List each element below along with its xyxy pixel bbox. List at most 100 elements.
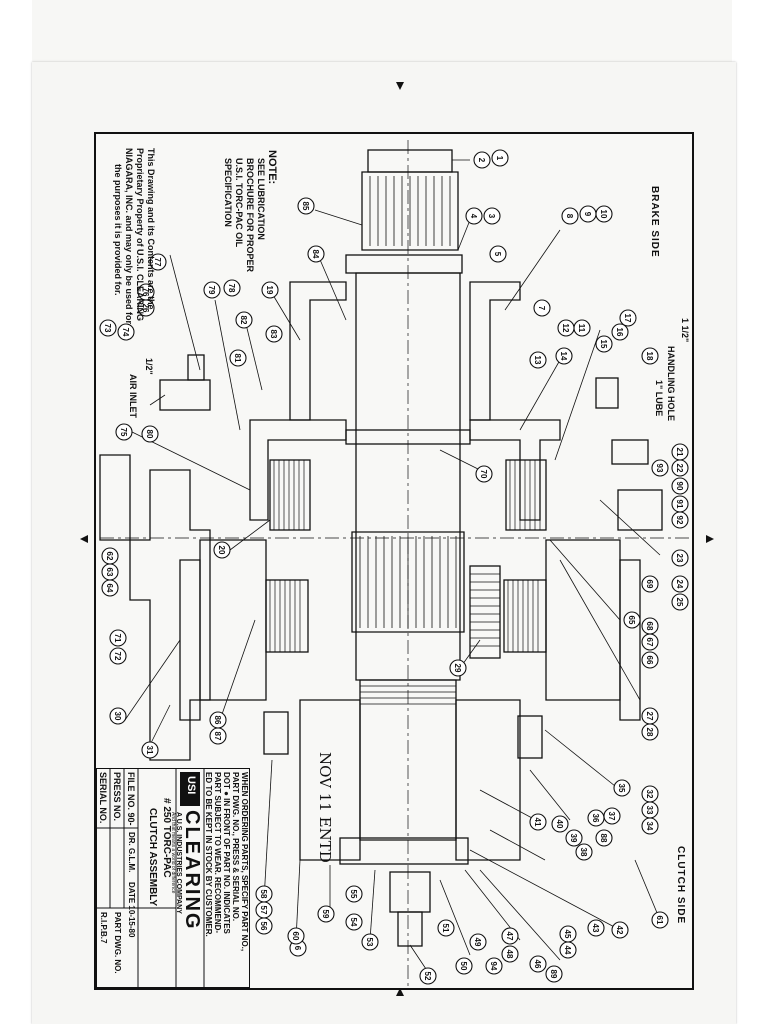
callout: 19 [261,281,279,299]
svg-text:19: 19 [265,286,274,295]
callout: 13 [529,351,547,369]
note-title: NOTE: [266,150,278,185]
svg-text:20: 20 [217,546,226,555]
callout: 32 [641,785,659,803]
svg-text:52: 52 [423,972,432,981]
spring-stack-right [469,565,501,659]
svg-text:81: 81 [233,354,242,363]
shaft-end-top [367,149,453,173]
svg-text:94: 94 [489,962,498,971]
callout: 73 [99,319,117,337]
callout: 10 [595,205,613,223]
brake-disc-stack-left [269,459,311,531]
svg-text:74: 74 [121,328,130,337]
svg-text:86: 86 [213,716,222,725]
svg-text:2: 2 [477,158,486,163]
svg-text:18: 18 [645,352,654,361]
callout: 68 [641,617,659,635]
callout: 47 [501,927,519,945]
svg-text:40: 40 [555,820,564,829]
svg-text:37: 37 [607,812,616,821]
note-line: SPECIFICATION [223,158,233,227]
callout: 4 [465,207,483,225]
svg-text:49: 49 [473,938,482,947]
svg-text:66: 66 [645,656,654,665]
svg-text:84: 84 [311,250,320,259]
svg-text:21: 21 [675,448,684,457]
svg-text:61: 61 [655,916,664,925]
callout: 11 [573,319,591,337]
svg-text:16: 16 [615,328,624,337]
svg-text:43: 43 [591,924,600,933]
callout: 33 [641,801,659,819]
file-no: FILE NO. 90- [126,772,136,826]
bearing-housing-bottom [299,699,521,861]
callout: 85 [297,197,315,215]
callout: 89 [545,965,563,983]
callout: 87 [209,727,227,745]
callout: 92 [671,511,689,529]
callout: 38 [575,843,593,861]
proprietary-line: the purposes it is provided for. [113,164,123,296]
callout: 52 [419,967,437,985]
callout: 49 [469,933,487,951]
svg-text:30: 30 [113,712,122,721]
svg-text:60: 60 [291,932,300,941]
svg-text:91: 91 [675,500,684,509]
callout: 15 [595,335,613,353]
company-name: A U.S. INDUSTRIES COMPANY [175,812,182,914]
drawing-date: DATE 10-15-80 [127,882,136,938]
svg-text:46: 46 [533,960,542,969]
callout: 72 [109,647,127,665]
svg-text:36: 36 [591,814,600,823]
svg-text:28: 28 [645,728,654,737]
svg-text:71: 71 [113,634,122,643]
rotary-union [389,871,431,913]
callout: 59 [317,905,335,923]
svg-text:5: 5 [493,252,502,257]
svg-text:70: 70 [479,470,488,479]
callout: 45 [559,925,577,943]
svg-text:35: 35 [617,784,626,793]
callout: 74 [117,323,135,341]
title-block-grid [96,768,250,988]
callout: 16 [611,323,629,341]
callout: 8 [561,207,579,225]
brake-side-label: BRAKE SIDE [649,186,660,258]
callout: 55 [345,885,363,903]
callout: 21 [671,443,689,461]
svg-text:57: 57 [259,906,268,915]
handling-hole-fraction: 1 1/2" [680,318,690,343]
svg-text:31: 31 [145,746,154,755]
svg-text:80: 80 [145,430,154,439]
callout: 77 [149,253,167,271]
callout: 39 [565,829,583,847]
bearing-right [517,715,543,759]
svg-text:87: 87 [213,732,222,741]
proprietary-line: Proprietary Property of U.S.I. CLEARING [135,148,145,322]
svg-text:59: 59 [321,910,330,919]
svg-text:39: 39 [569,834,578,843]
svg-text:42: 42 [615,926,624,935]
callout: 84 [307,245,325,263]
lock-nut-top [345,254,463,274]
callout: 81 [229,349,247,367]
svg-text:89: 89 [549,970,558,979]
brake-housing-right [469,281,521,421]
callout: 90 [671,477,689,495]
callout: 64 [101,579,119,597]
callout: 7 [533,299,551,317]
svg-text:15: 15 [599,340,608,349]
ordering-note: ED TO BE KEPT IN STOCK BY CUSTOMER. [204,772,213,937]
callout: 34 [641,817,659,835]
callout: 3 [483,207,501,225]
svg-text:56: 56 [259,922,268,931]
svg-text:90: 90 [675,482,684,491]
svg-text:44: 44 [563,946,572,955]
clutch-side-label: CLUTCH SIDE [675,846,686,925]
callout: 44 [559,941,577,959]
svg-text:7: 7 [537,306,546,311]
svg-text:22: 22 [675,464,684,473]
drawn-by: DR. G.L.M. [127,832,136,873]
svg-text:79: 79 [207,286,216,295]
